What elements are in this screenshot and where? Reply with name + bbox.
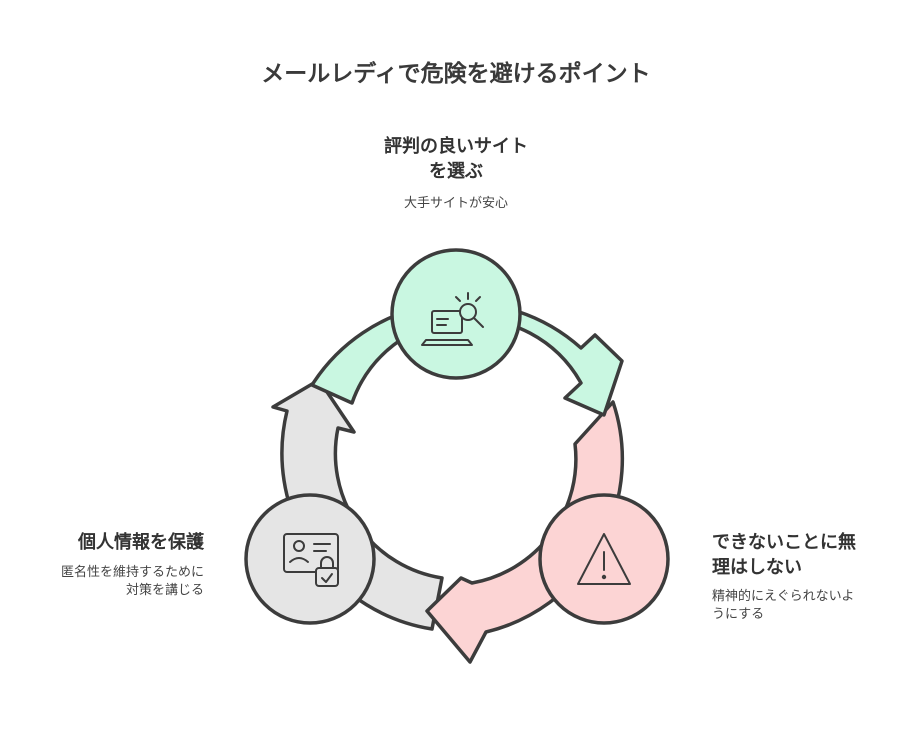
step-1-node: [390, 248, 522, 380]
step-1-title-line2: を選ぶ: [429, 161, 483, 182]
step-1-title-line1: 評判の良いサイト: [384, 136, 528, 157]
step-2-description-line2: うにする: [712, 607, 765, 622]
diagram-title: メールレディで危険を避けるポイント: [261, 61, 651, 87]
step-1-description: 大手サイトが安心: [403, 196, 508, 211]
warning-icon: [577, 533, 631, 585]
step-2-title-line1: できないことに無: [712, 532, 856, 553]
id-card-lock-icon: [283, 533, 339, 587]
step-3-description: 匿名性を維持するために 対策を講じる: [20, 564, 204, 600]
step-3-description-line1: 匿名性を維持するために: [60, 565, 204, 580]
step-2-title-line2: 理はしない: [712, 557, 802, 578]
step-1-title: 評判の良いサイト を選ぶ: [356, 134, 556, 184]
step-2-title: できないことに無 理はしない: [712, 530, 892, 580]
step-2-description-line1: 精神的にえぐられないよ: [712, 589, 855, 604]
step-2-description: 精神的にえぐられないよ うにする: [712, 588, 892, 624]
step-3-node: [244, 493, 376, 625]
step-3-title: 個人情報を保護: [20, 530, 204, 555]
step-3-title-line1: 個人情報を保護: [78, 532, 204, 553]
step-3-description-line2: 対策を講じる: [125, 583, 204, 598]
laptop-search-icon: [421, 292, 484, 346]
